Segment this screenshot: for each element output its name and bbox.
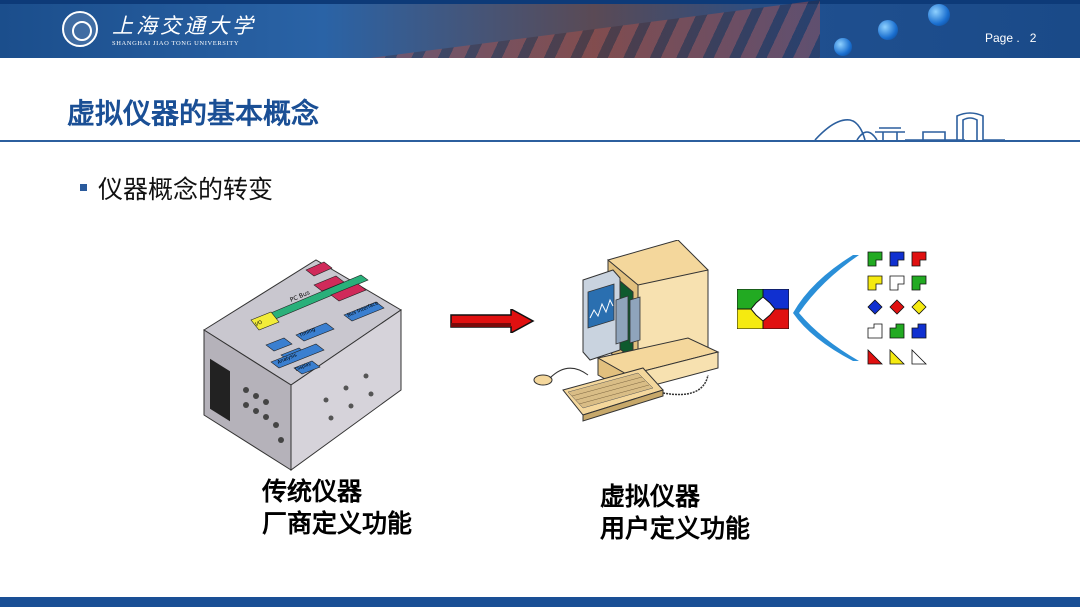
banner-roof-image [370, 0, 820, 58]
university-name-en: SHANGHAI JIAO TONG UNIVERSITY [112, 40, 240, 47]
title-underline [0, 140, 1080, 142]
banner-top-line [0, 0, 1080, 4]
caption-line: 用户定义功能 [600, 514, 751, 543]
transition-arrow-icon [450, 309, 535, 333]
banner-light-bulb [878, 20, 898, 40]
page-number: Page . 2 [985, 31, 1037, 45]
caption-line: 厂商定义功能 [262, 509, 413, 538]
puzzle-square-icon [737, 289, 789, 329]
puzzle-pieces-grid [867, 251, 927, 365]
footer-bar [0, 597, 1080, 607]
traditional-instrument-illustration: PC Bus I/O Bus Interface Timing Analysis… [203, 259, 402, 471]
display-screen [210, 358, 230, 422]
bullet-marker [80, 184, 87, 191]
traditional-instrument-caption: 传统仪器 厂商定义功能 [262, 476, 412, 540]
header-banner: 上海交通大学 SHANGHAI JIAO TONG UNIVERSITY Pag… [0, 0, 1080, 58]
mouse [533, 374, 553, 386]
slide-title: 虚拟仪器的基本概念 [67, 97, 320, 130]
landmark-outline-icon [814, 112, 1005, 141]
bullet-text: 仪器概念的转变 [98, 175, 274, 204]
university-seal-icon [62, 11, 98, 47]
caption-line: 虚拟仪器 [600, 482, 701, 511]
university-name-cn: 上海交通大学 [112, 14, 256, 38]
banner-light-bulb [834, 38, 852, 56]
banner-light-bulb [928, 4, 950, 26]
caption-line: 传统仪器 [262, 477, 363, 506]
virtual-instrument-computer-illustration [533, 240, 720, 422]
virtual-instrument-caption: 虚拟仪器 用户定义功能 [600, 481, 750, 545]
chevron-left-icon [793, 255, 859, 361]
label-io: I/O [254, 320, 263, 328]
